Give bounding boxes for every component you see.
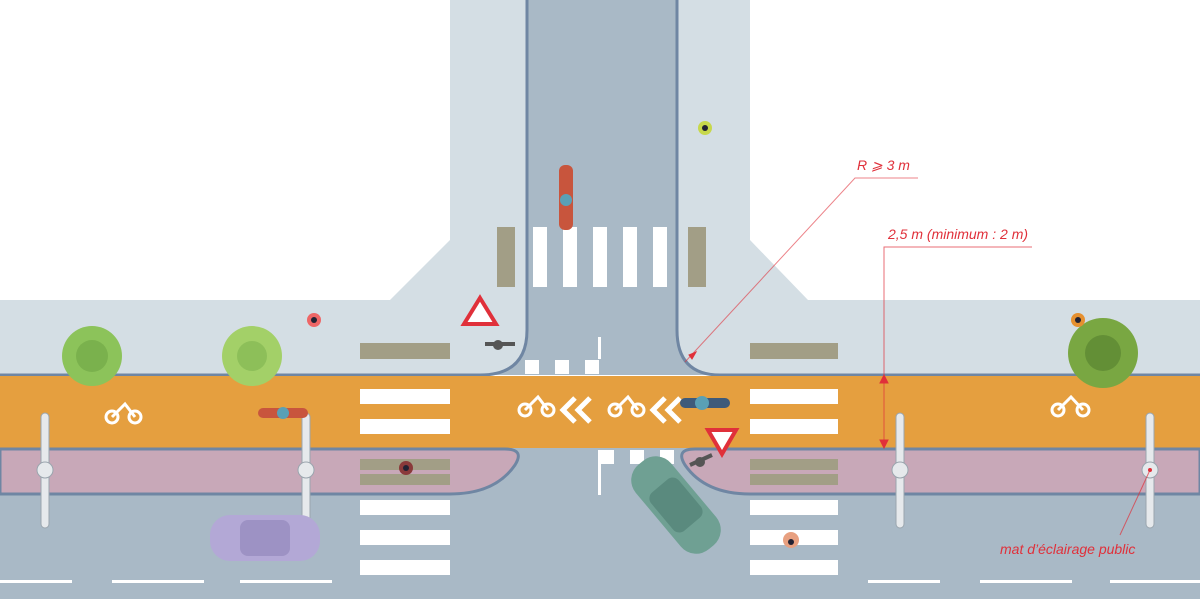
pedestrian-icon <box>1071 313 1085 327</box>
crosswalk-top <box>497 227 706 287</box>
pedestrian-icon <box>698 121 712 135</box>
bike-symbol-icon <box>607 394 682 424</box>
tree-icon <box>1068 318 1138 388</box>
median-left <box>0 447 520 496</box>
lamp-annotation: mat d’éclairage public <box>1000 541 1136 557</box>
median-right <box>680 447 1200 496</box>
bike-lane <box>0 376 1200 448</box>
curb-left <box>0 0 529 377</box>
width-annotation: 2,5 m (minimum : 2 m) <box>888 226 1029 242</box>
lamp-post-icon <box>891 412 909 529</box>
pedestrian-icon <box>783 532 799 548</box>
tree-icon <box>222 326 282 386</box>
dimension-lines <box>684 177 1151 536</box>
yield-sign-icon <box>689 428 740 467</box>
warning-sign-icon <box>460 294 515 350</box>
car-icon <box>210 515 320 561</box>
bike-symbol-icon <box>517 394 592 424</box>
bike-symbol-icon <box>1050 394 1091 418</box>
radius-annotation: R ⩾ 3 m <box>857 157 910 173</box>
cyclist-icon <box>258 407 308 419</box>
lamp-post-icon <box>36 412 54 529</box>
bike-symbol-icon <box>104 401 143 425</box>
tree-icon <box>62 326 122 386</box>
lane-markings <box>0 337 1200 583</box>
car-icon <box>631 456 721 554</box>
cyclist-icon <box>680 396 730 410</box>
curb-right <box>675 0 1200 377</box>
pedestrian-icon <box>399 461 413 475</box>
cyclist-icon <box>559 165 573 230</box>
pedestrian-icon <box>307 313 321 327</box>
